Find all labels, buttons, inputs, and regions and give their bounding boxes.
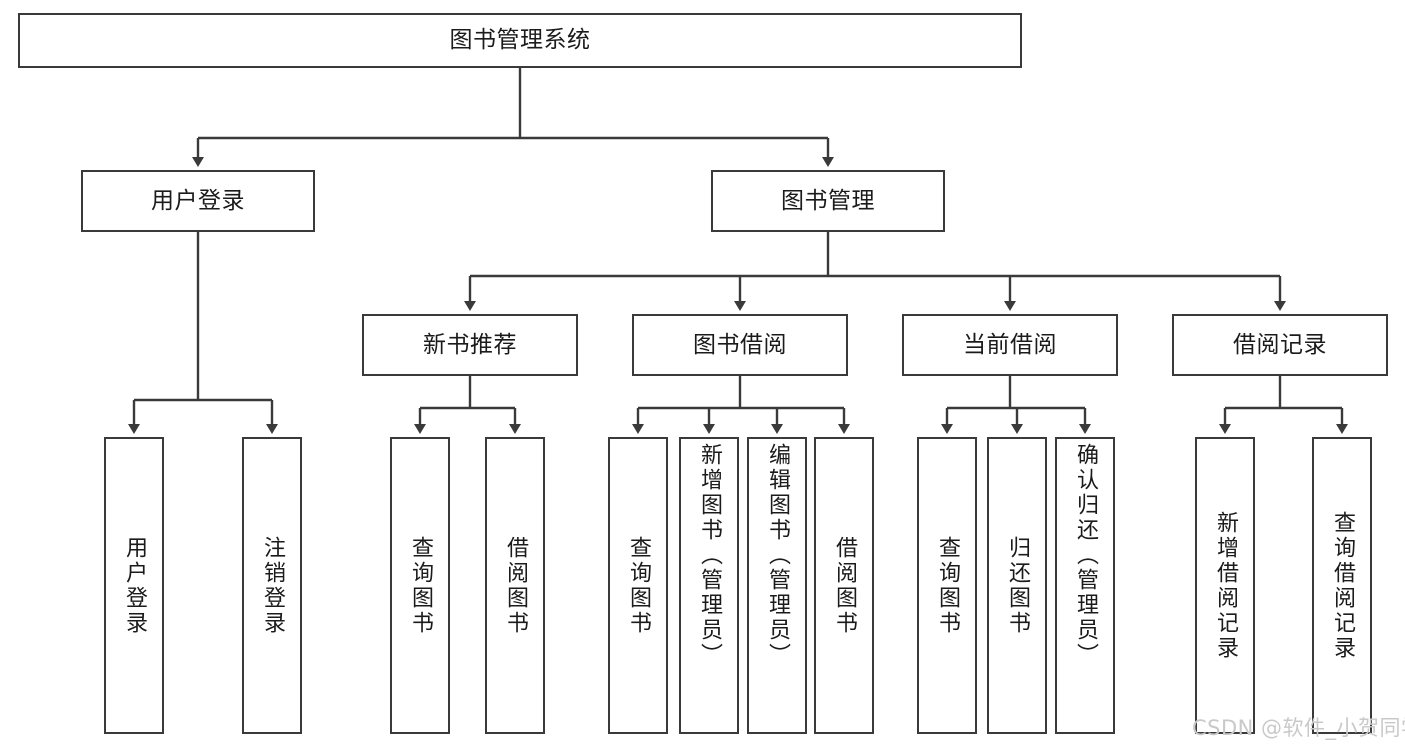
node-leaf-1-label: 注销登录 — [260, 535, 285, 636]
node-leaf-0-label: 用户登录 — [122, 535, 147, 636]
node-level3-1-label: 图书借阅 — [693, 331, 787, 358]
node-level3-2[interactable]: 当前借阅 — [902, 314, 1118, 376]
node-level2-0-label: 用户登录 — [151, 187, 245, 214]
node-leaf-6-label: 编辑图书（管理员） — [765, 443, 790, 668]
node-leaf-4-label: 查询图书 — [626, 535, 651, 636]
node-leaf-10[interactable]: 确认归还（管理员） — [1055, 437, 1115, 734]
node-level2-1[interactable]: 图书管理 — [711, 170, 945, 232]
node-root[interactable]: 图书管理系统 — [18, 13, 1022, 68]
node-level2-0[interactable]: 用户登录 — [81, 170, 315, 232]
node-root-label: 图书管理系统 — [449, 27, 591, 54]
node-leaf-4[interactable]: 查询图书 — [608, 437, 668, 734]
node-level3-3[interactable]: 借阅记录 — [1172, 314, 1388, 376]
node-leaf-12-label: 查询借阅记录 — [1330, 510, 1355, 661]
node-leaf-8-label: 查询图书 — [935, 535, 960, 636]
node-leaf-5[interactable]: 新增图书（管理员） — [679, 437, 739, 734]
node-leaf-0[interactable]: 用户登录 — [104, 437, 164, 734]
node-leaf-1[interactable]: 注销登录 — [242, 437, 302, 734]
csdn-watermark: CSDN @软件_小贺同学 — [1192, 716, 1405, 740]
node-level3-3-label: 借阅记录 — [1233, 331, 1327, 358]
node-leaf-7[interactable]: 借阅图书 — [814, 437, 874, 734]
node-leaf-2[interactable]: 查询图书 — [390, 437, 450, 734]
node-level3-0[interactable]: 新书推荐 — [362, 314, 578, 376]
node-level3-1[interactable]: 图书借阅 — [632, 314, 848, 376]
node-leaf-11[interactable]: 新增借阅记录 — [1195, 437, 1255, 734]
node-leaf-9[interactable]: 归还图书 — [987, 437, 1047, 734]
node-leaf-11-label: 新增借阅记录 — [1213, 510, 1238, 661]
node-leaf-10-label: 确认归还（管理员） — [1073, 443, 1098, 668]
node-leaf-3[interactable]: 借阅图书 — [485, 437, 545, 734]
node-leaf-9-label: 归还图书 — [1005, 535, 1030, 636]
node-level3-2-label: 当前借阅 — [963, 331, 1057, 358]
node-leaf-12[interactable]: 查询借阅记录 — [1312, 437, 1372, 734]
node-leaf-5-label: 新增图书（管理员） — [697, 443, 722, 668]
node-leaf-7-label: 借阅图书 — [832, 535, 857, 636]
node-level2-1-label: 图书管理 — [781, 187, 875, 214]
node-leaf-6[interactable]: 编辑图书（管理员） — [747, 437, 807, 734]
node-leaf-3-label: 借阅图书 — [503, 535, 528, 636]
node-leaf-2-label: 查询图书 — [408, 535, 433, 636]
node-leaf-8[interactable]: 查询图书 — [917, 437, 977, 734]
node-level3-0-label: 新书推荐 — [423, 331, 517, 358]
